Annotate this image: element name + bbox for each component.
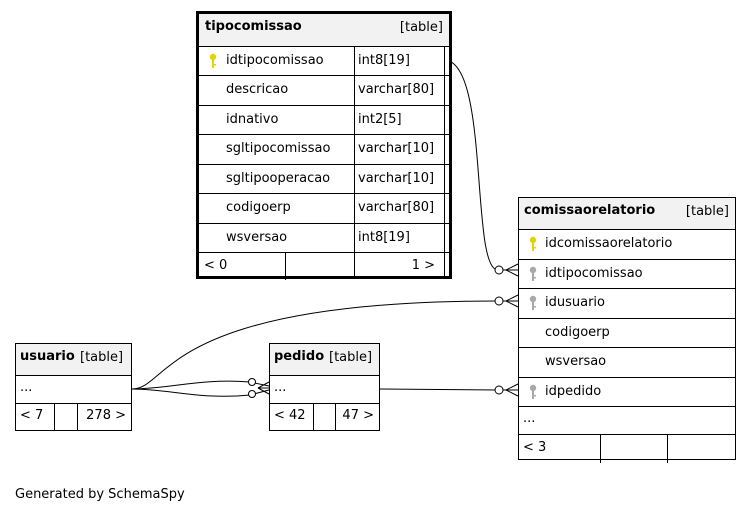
more-columns-row[interactable]: ...	[16, 376, 131, 404]
column-name: idtipocomissao	[226, 53, 324, 68]
column-row[interactable]: codigoerp	[519, 319, 735, 348]
column-type: varchar[80]	[358, 200, 435, 215]
column-name: idnativo	[226, 112, 279, 127]
column-type: varchar[80]	[358, 82, 435, 97]
table-tag: [table]	[685, 204, 729, 219]
column-row[interactable]: sgltipooperacao varchar[10]	[199, 165, 449, 194]
more-columns: ...	[523, 411, 536, 426]
nav-right[interactable]: 1 >	[411, 258, 435, 273]
generated-by-footer: Generated by SchemaSpy	[15, 487, 185, 502]
table-tag: [table]	[399, 20, 443, 35]
column-type: varchar[10]	[358, 141, 435, 156]
column-name: idcomissaorelatorio	[545, 236, 673, 251]
column-row[interactable]: codigoerp varchar[80]	[199, 194, 449, 224]
column-type: int8[19]	[358, 53, 410, 68]
column-name: codigoerp	[545, 325, 610, 340]
table-header: usuario [table]	[16, 344, 131, 376]
table-name: tipocomissao	[205, 19, 302, 34]
column-type: int2[5]	[358, 112, 402, 127]
foreign-key-icon	[529, 384, 537, 399]
table-pedido[interactable]: pedido [table] ... < 42 47 >	[269, 343, 380, 431]
nav-left[interactable]: < 3	[523, 440, 547, 455]
column-name: idusuario	[545, 295, 605, 310]
edge-usuario-pedido-2	[131, 388, 270, 397]
table-usuario[interactable]: usuario [table] ... < 7 278 >	[15, 343, 132, 431]
table-tag: [table]	[329, 350, 373, 365]
edge-usuario-pedido-1	[131, 380, 270, 390]
table-tipocomissao[interactable]: tipocomissao [table] idtipocomissao int8…	[196, 11, 452, 280]
column-name: descricao	[226, 82, 289, 97]
column-name: sgltipocomissao	[226, 141, 331, 156]
column-name: idtipocomissao	[545, 266, 643, 281]
table-name: pedido	[274, 349, 325, 364]
primary-key-icon	[209, 53, 217, 68]
table-header: pedido [table]	[270, 344, 379, 376]
table-comissaorelatorio[interactable]: comissaorelatorio [table] idcomissaorela…	[518, 197, 736, 463]
column-name: sgltipooperacao	[226, 171, 331, 186]
column-row[interactable]: idusuario	[519, 289, 735, 319]
column-row[interactable]: idpedido	[519, 378, 735, 407]
foreign-key-icon	[529, 266, 537, 281]
table-nav-row: < 42 47 >	[270, 404, 379, 430]
column-name: codigoerp	[226, 200, 291, 215]
column-type: varchar[10]	[358, 171, 435, 186]
table-tag: [table]	[80, 350, 124, 365]
column-row[interactable]: idcomissaorelatorio	[519, 230, 735, 260]
nav-left[interactable]: < 7	[20, 408, 44, 423]
column-row[interactable]: idtipocomissao int8[19]	[199, 47, 449, 76]
column-type: int8[19]	[358, 230, 410, 245]
column-name: idpedido	[545, 384, 602, 399]
nav-left[interactable]: < 0	[204, 258, 228, 273]
column-row[interactable]: wsversao	[519, 348, 735, 378]
table-nav-row: < 0 1 >	[199, 253, 449, 280]
foreign-key-icon	[529, 295, 537, 310]
column-row[interactable]: wsversao int8[19]	[199, 224, 449, 253]
more-columns: ...	[274, 380, 287, 395]
primary-key-icon	[529, 236, 537, 251]
nav-left[interactable]: < 42	[274, 408, 306, 423]
column-row[interactable]: idtipocomissao	[519, 260, 735, 289]
column-name: wsversao	[545, 354, 607, 369]
edge-usuario-comissaorelatorio	[131, 300, 518, 390]
more-columns-row[interactable]: ...	[270, 376, 379, 404]
table-nav-row: < 7 278 >	[16, 404, 131, 430]
edge-tipocomissao-comissaorelatorio	[443, 59, 518, 271]
table-name: comissaorelatorio	[524, 203, 656, 218]
column-row[interactable]: sgltipocomissao varchar[10]	[199, 135, 449, 165]
nav-right[interactable]: 47 >	[342, 408, 374, 423]
nav-right[interactable]: 278 >	[86, 408, 126, 423]
table-header: comissaorelatorio [table]	[519, 198, 735, 230]
table-header: tipocomissao [table]	[199, 14, 449, 47]
more-columns-row[interactable]: ...	[519, 407, 735, 435]
table-name: usuario	[20, 349, 75, 364]
column-row[interactable]: idnativo int2[5]	[199, 106, 449, 135]
table-nav-row: < 3	[519, 435, 735, 463]
column-row[interactable]: descricao varchar[80]	[199, 76, 449, 106]
column-name: wsversao	[226, 230, 288, 245]
more-columns: ...	[20, 380, 33, 395]
